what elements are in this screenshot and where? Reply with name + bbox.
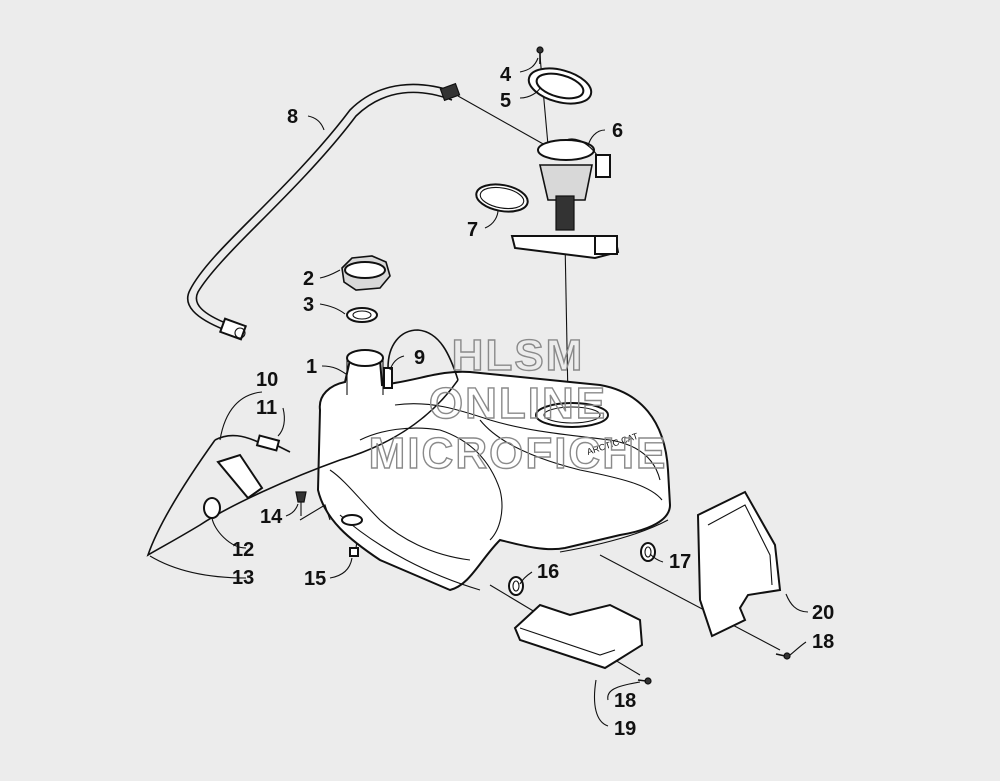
- callout-11: 11: [256, 397, 277, 419]
- clamp-part-12[interactable]: [203, 497, 221, 519]
- callout-3: 3: [303, 294, 314, 316]
- callout-18-lower: 18: [614, 690, 636, 712]
- watermark-line-2: ONLINE: [429, 379, 607, 428]
- screw-part-4[interactable]: [536, 46, 544, 64]
- heat-shield-part-19[interactable]: [513, 603, 644, 670]
- seal-part-3[interactable]: [346, 307, 378, 323]
- callout-7: 7: [467, 219, 478, 241]
- callout-6: 6: [612, 120, 623, 142]
- watermark-line-1: HLSM: [452, 331, 585, 380]
- fuel-tank-part-1[interactable]: ARCTIC CAT: [316, 349, 672, 592]
- leader-lines: [149, 57, 809, 727]
- callout-20: 20: [812, 602, 834, 624]
- grommet-part-14[interactable]: [295, 491, 331, 521]
- watermark-line-3: MICROFICHE: [369, 429, 668, 478]
- callout-4: 4: [500, 64, 512, 86]
- callout-13: 13: [232, 567, 254, 589]
- callout-12: 12: [232, 539, 254, 561]
- bolt-part-15[interactable]: [341, 514, 363, 557]
- callout-8: 8: [287, 106, 298, 128]
- callout-19: 19: [614, 718, 636, 740]
- grommet-part-16[interactable]: [508, 576, 524, 596]
- o-ring-part-7[interactable]: [474, 181, 530, 216]
- check-valve-part-11[interactable]: [214, 434, 291, 453]
- screw-part-18-upper[interactable]: [775, 652, 791, 660]
- callout-1: 1: [306, 356, 317, 378]
- filler-cap-part-2[interactable]: [341, 255, 391, 291]
- callout-14: 14: [260, 506, 283, 528]
- vent-hose-part-8[interactable]: [186, 82, 461, 341]
- callout-16: 16: [537, 561, 559, 583]
- watermark: HLSM ONLINE MICROFICHE: [368, 330, 668, 478]
- callout-9: 9: [414, 347, 425, 369]
- vent-fitting-part-9[interactable]: [383, 329, 459, 389]
- grommet-part-17[interactable]: [640, 542, 656, 562]
- callout-15: 15: [304, 568, 326, 590]
- gasket-ring-part-5[interactable]: [525, 62, 595, 109]
- callout-10: 10: [256, 369, 278, 391]
- heat-shield-part-20[interactable]: [696, 490, 782, 638]
- callout-2: 2: [303, 268, 314, 290]
- screw-part-18-lower[interactable]: [637, 677, 652, 685]
- callout-5: 5: [500, 90, 511, 112]
- callout-18-upper: 18: [812, 631, 834, 653]
- callout-17: 17: [669, 551, 691, 573]
- fuel-pump-part-6[interactable]: [510, 138, 620, 260]
- bracket-part-10[interactable]: [216, 453, 264, 500]
- callouts: 4 5 6 7 8 2 3 1 9 10 11 12 13 14 15 16 1…: [232, 64, 834, 740]
